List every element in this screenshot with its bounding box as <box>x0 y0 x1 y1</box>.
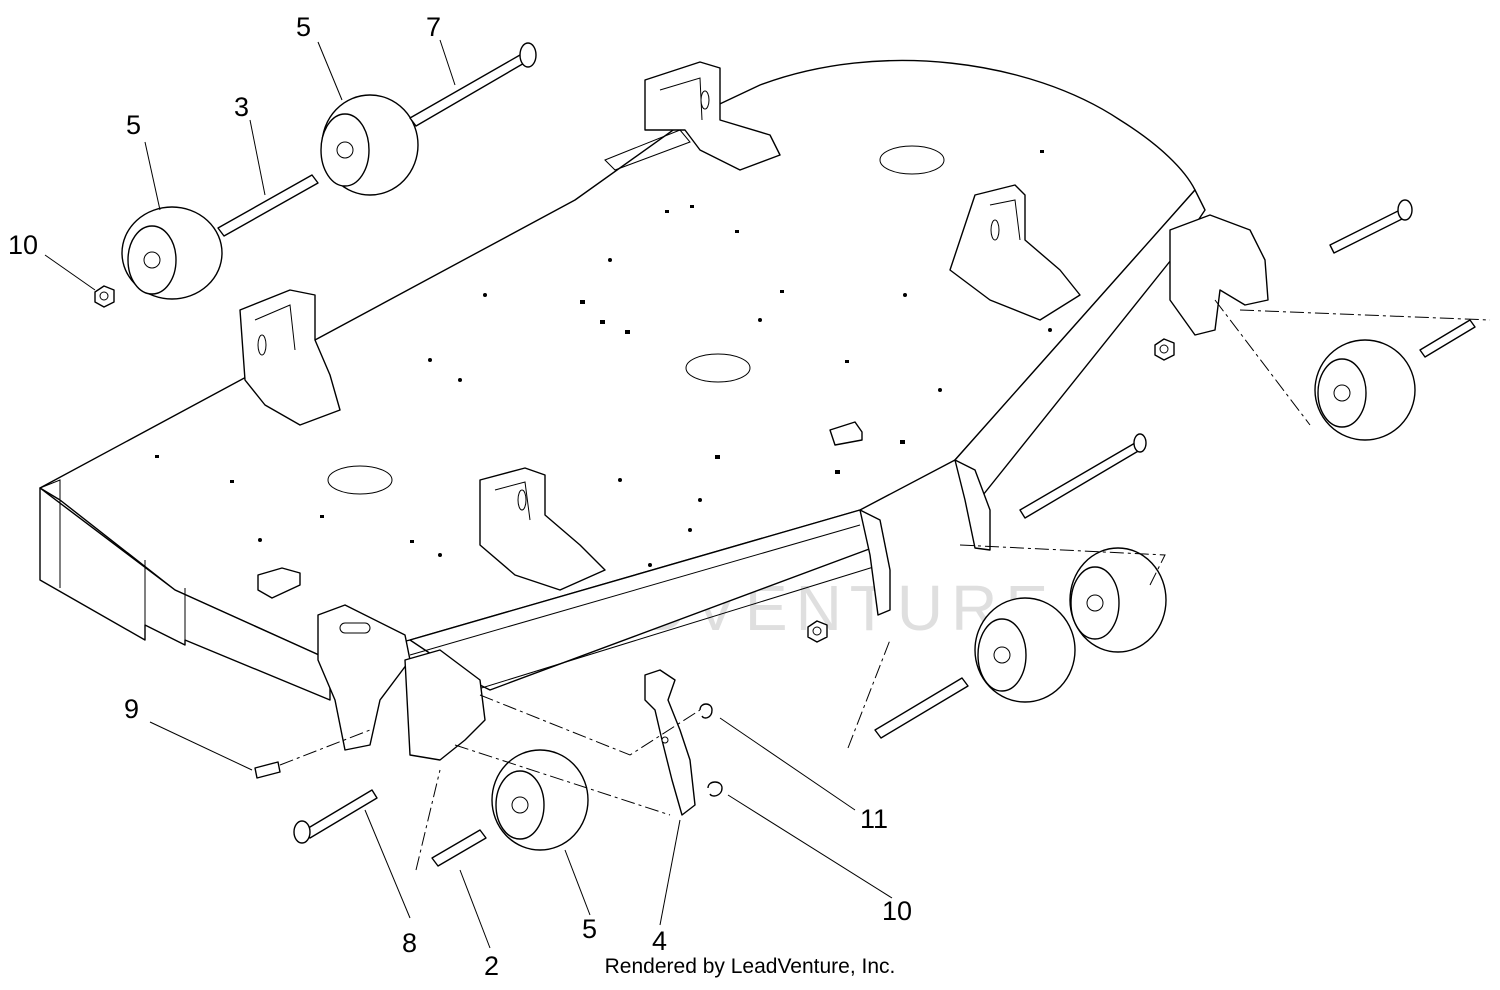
spindle-hole-right <box>879 145 945 175</box>
wheel-5-bottom <box>491 749 589 851</box>
callout-7: 7 <box>426 12 441 42</box>
small-bracket-deck-center <box>829 421 863 446</box>
bracket-4 <box>644 669 696 816</box>
wheel-5-top <box>320 94 419 196</box>
callout-labels: 5 7 3 5 10 9 11 10 8 2 5 4 <box>8 12 912 981</box>
clip-10-bottom <box>707 781 723 797</box>
clip-11 <box>699 703 713 719</box>
spindle-hole-center <box>685 353 751 383</box>
pin-9 <box>254 761 281 779</box>
callout-4: 4 <box>652 926 667 956</box>
callout-5-bottom: 5 <box>582 914 597 944</box>
front-wheel-bracket-left <box>317 604 486 761</box>
callout-5-top: 5 <box>296 12 311 42</box>
nut-10-left <box>94 285 115 308</box>
callout-3: 3 <box>234 92 249 122</box>
pin-right <box>1419 319 1476 358</box>
shaft-3 <box>217 174 319 237</box>
callout-2: 2 <box>484 951 499 981</box>
callout-9: 9 <box>124 694 139 724</box>
callout-10-bottom: 10 <box>882 896 912 926</box>
spindle-hole-left <box>327 465 393 495</box>
wheel-5-left <box>121 206 223 300</box>
deck-top-plate <box>39 59 1196 661</box>
bolt-top-right <box>1329 199 1413 254</box>
render-credit: Rendered by LeadVenture, Inc. <box>604 955 896 978</box>
bolt-center-right <box>1019 433 1147 519</box>
bolt-8 <box>293 789 378 844</box>
small-bracket-deck-front <box>257 567 301 599</box>
callout-11: 11 <box>860 804 888 834</box>
wheel-5-center-far <box>1069 547 1167 653</box>
wheel-5-center-right <box>974 597 1076 703</box>
hitch-bracket-front-center <box>479 467 606 591</box>
deck-hardware-holes <box>155 150 1052 567</box>
callout-8: 8 <box>402 928 417 958</box>
assembly-lines <box>279 299 1491 871</box>
hitch-bracket-right <box>949 184 1081 321</box>
bracket-4-hole <box>661 736 669 744</box>
leader-lines <box>44 39 893 949</box>
wheel-5-right <box>1314 339 1416 441</box>
shaft-7-bolt <box>409 42 537 127</box>
callout-5-left: 5 <box>126 110 141 140</box>
nut-right <box>1154 338 1175 361</box>
shaft-center <box>874 677 969 739</box>
callout-10-left: 10 <box>8 230 38 260</box>
front-wheel-bracket-right <box>859 214 1269 616</box>
hitch-bracket-rear-left <box>604 61 781 171</box>
deck-shell <box>39 59 1206 701</box>
hitch-bracket-front-left <box>239 289 341 426</box>
shaft-2 <box>431 829 487 867</box>
nut-center <box>807 620 828 643</box>
